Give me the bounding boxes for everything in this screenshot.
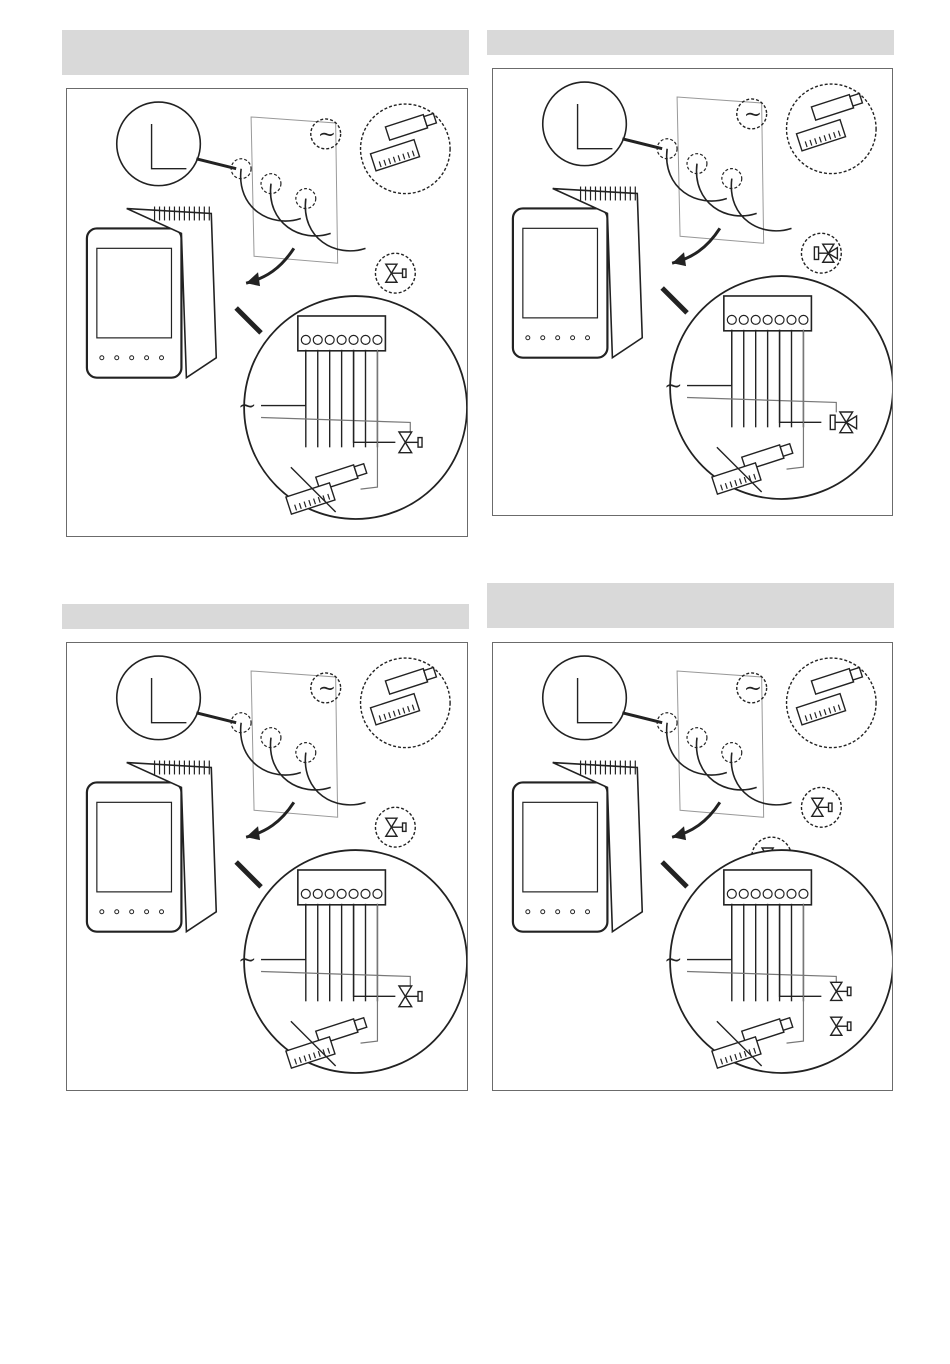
thermostat-screen: [97, 248, 172, 338]
panel-header-band-top-left: [62, 30, 469, 75]
wiring-panel-bottom-left: ~~: [66, 642, 468, 1091]
terminal-screw: [763, 889, 772, 898]
wire-strip-magnifier: [117, 656, 201, 740]
terminal-screw: [325, 335, 334, 344]
terminal-screw: [775, 315, 784, 324]
ac-supply-symbol: ~: [664, 947, 682, 972]
terminal-screw: [799, 315, 808, 324]
cable: [731, 753, 791, 805]
terminal-screw: [739, 315, 748, 324]
panel-header-band-bottom-right: [487, 583, 894, 628]
wiring-diagram: ~~: [493, 69, 892, 515]
cable: [271, 184, 331, 236]
terminal-screw: [799, 889, 808, 898]
terminal-screw: [763, 315, 772, 324]
cable: [696, 164, 756, 216]
terminal-screw: [751, 315, 760, 324]
terminal-screw: [313, 335, 322, 344]
wiring-panel-top-left: ~~: [66, 88, 468, 537]
thermostat-screen: [523, 802, 598, 892]
ac-supply-symbol: ~: [664, 373, 682, 398]
panel-header-band-top-right: [487, 30, 894, 55]
wiring-panel-top-right: ~~: [492, 68, 893, 516]
terminal-block: [724, 870, 812, 905]
terminal-screw: [787, 889, 796, 898]
wiring-diagram: ~~: [67, 89, 467, 536]
terminal-screw: [349, 889, 358, 898]
ac-supply-symbol: ~: [318, 122, 336, 147]
wire-strip-magnifier: [543, 656, 627, 740]
ac-supply-symbol: ~: [238, 394, 256, 419]
terminal-screw: [337, 889, 346, 898]
terminal-screw: [313, 889, 322, 898]
terminal-block: [298, 316, 386, 351]
terminal-screw: [301, 889, 310, 898]
cable: [696, 738, 756, 790]
panel-header-band-bottom-left: [62, 604, 469, 629]
terminal-screw: [325, 889, 334, 898]
terminal-screw: [727, 889, 736, 898]
wire-strip-magnifier: [117, 102, 201, 186]
terminal-screw: [373, 889, 382, 898]
wire-strip-magnifier: [543, 82, 627, 166]
terminal-block: [724, 296, 812, 331]
wiring-diagram: ~~: [493, 643, 892, 1090]
cable: [305, 753, 365, 805]
ac-supply-symbol: ~: [318, 676, 336, 701]
wiring-diagram: ~~: [67, 643, 467, 1090]
terminal-screw: [727, 315, 736, 324]
terminal-screw: [751, 889, 760, 898]
terminal-screw: [349, 335, 358, 344]
cable: [271, 738, 331, 790]
terminal-screw: [739, 889, 748, 898]
terminal-screw: [361, 889, 370, 898]
ac-supply-symbol: ~: [744, 102, 762, 127]
terminal-screw: [337, 335, 346, 344]
terminal-screw: [775, 889, 784, 898]
terminal-screw: [373, 335, 382, 344]
terminal-screw: [361, 335, 370, 344]
ac-supply-symbol: ~: [238, 948, 256, 973]
ac-supply-symbol: ~: [744, 676, 762, 701]
thermostat-screen: [523, 228, 598, 318]
cable: [731, 179, 791, 231]
terminal-block: [298, 870, 386, 905]
terminal-screw: [787, 315, 796, 324]
cable: [305, 199, 365, 251]
thermostat-screen: [97, 802, 172, 892]
wiring-panel-bottom-right: ~~: [492, 642, 893, 1091]
terminal-screw: [301, 335, 310, 344]
